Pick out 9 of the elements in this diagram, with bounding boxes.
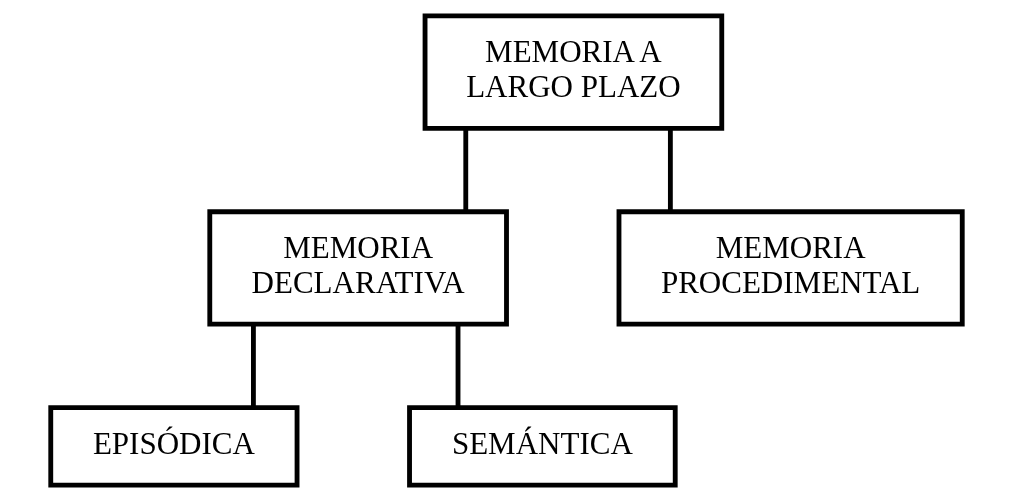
node-box: EPISÓDICA <box>47 405 299 488</box>
connector <box>455 324 460 408</box>
node-box: SEMÁNTICA <box>406 405 678 488</box>
node-box: MEMORIA DECLARATIVA <box>206 209 509 327</box>
node-box: MEMORIA A LARGO PLAZO <box>422 13 724 131</box>
node-box: MEMORIA PROCEDIMENTAL <box>616 209 965 327</box>
connector <box>250 324 256 408</box>
connector <box>667 128 673 212</box>
connector <box>462 128 468 212</box>
